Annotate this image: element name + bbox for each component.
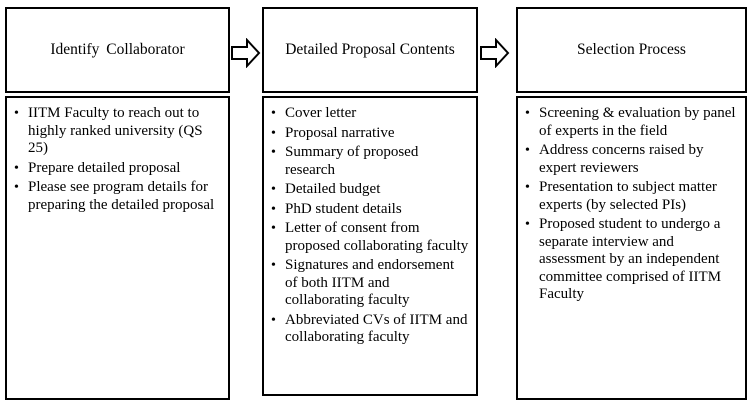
list-item: • Letter of consent from proposed collabo… bbox=[270, 220, 470, 255]
list-item: • Abbreviated CVs of IITM and collaborati… bbox=[270, 312, 470, 347]
list-item-text: Presentation to subject matter experts (… bbox=[539, 179, 717, 213]
list-item: • Please see program details for preparin… bbox=[13, 179, 222, 214]
list-item: • PhD student details bbox=[270, 201, 470, 219]
list-item: • Presentation to subject matter experts … bbox=[524, 179, 739, 214]
right-arrow-icon bbox=[480, 38, 510, 68]
list-item-text: Prepare detailed proposal bbox=[28, 159, 181, 176]
bullet-icon: • bbox=[271, 258, 276, 273]
bullet-list: • IITM Faculty to reach out to highly ran… bbox=[13, 105, 222, 214]
bullet-icon: • bbox=[525, 217, 530, 232]
list-item-text: Proposed student to undergo a separate i… bbox=[539, 216, 722, 302]
header-label: Selection Process bbox=[577, 41, 686, 58]
bullet-icon: • bbox=[271, 182, 276, 197]
list-item-text: Please see program details for preparing… bbox=[28, 179, 215, 213]
list-item: • Proposal narrative bbox=[270, 125, 470, 143]
list-item: • Address concerns raised by expert revie… bbox=[524, 142, 739, 177]
content-identify-collaborator: • IITM Faculty to reach out to highly ran… bbox=[5, 96, 230, 400]
content-selection-process: • Screening & evaluation by panel of expe… bbox=[516, 96, 747, 400]
column-detailed-proposal-contents: Detailed Proposal Contents • Cover letter… bbox=[262, 7, 478, 396]
list-item-text: Abbreviated CVs of IITM and collaboratin… bbox=[285, 311, 468, 346]
list-item-text: Address concerns raised by expert review… bbox=[539, 142, 704, 176]
bullet-icon: • bbox=[271, 221, 276, 236]
right-arrow-icon bbox=[231, 38, 261, 68]
list-item-text: PhD student details bbox=[285, 200, 402, 217]
list-item: • Detailed budget bbox=[270, 181, 470, 199]
list-item-text: Letter of consent from proposed collabor… bbox=[285, 220, 469, 254]
bullet-list: • Cover letter • Proposal narrative • Summa… bbox=[270, 105, 470, 347]
header-identify-collaborator: Identify Collaborator bbox=[5, 7, 230, 93]
list-item: • Cover letter bbox=[270, 105, 470, 123]
header-detailed-proposal-contents: Detailed Proposal Contents bbox=[262, 7, 478, 93]
list-item: • Proposed student to undergo a separate … bbox=[524, 216, 739, 304]
bullet-icon: • bbox=[525, 180, 530, 195]
column-identify-collaborator: Identify Collaborator • IITM Faculty to r… bbox=[5, 7, 230, 400]
bullet-list: • Screening & evaluation by panel of expe… bbox=[524, 105, 739, 304]
bullet-icon: • bbox=[14, 106, 19, 121]
header-label: Identify Collaborator bbox=[50, 41, 185, 58]
bullet-icon: • bbox=[14, 180, 19, 195]
list-item-text: Detailed budget bbox=[285, 181, 381, 197]
bullet-icon: • bbox=[271, 201, 276, 217]
list-item: • IITM Faculty to reach out to highly ran… bbox=[13, 105, 222, 158]
list-item-text: Summary of proposed research bbox=[285, 144, 419, 178]
bullet-icon: • bbox=[271, 106, 276, 121]
bullet-icon: • bbox=[271, 125, 276, 141]
bullet-icon: • bbox=[271, 312, 276, 328]
list-item: • Signatures and endorsement of both IITM… bbox=[270, 257, 470, 310]
list-item-text: Cover letter bbox=[285, 105, 357, 121]
content-detailed-proposal-contents: • Cover letter • Proposal narrative • Summa… bbox=[262, 96, 478, 396]
list-item: • Screening & evaluation by panel of expe… bbox=[524, 105, 739, 140]
list-item-text: Proposal narrative bbox=[285, 124, 395, 141]
list-item-text: Screening & evaluation by panel of exper… bbox=[539, 105, 736, 139]
header-selection-process: Selection Process bbox=[516, 7, 747, 93]
bullet-icon: • bbox=[271, 145, 276, 160]
column-selection-process: Selection Process • Screening & evaluatio… bbox=[516, 7, 747, 400]
list-item: • Prepare detailed proposal bbox=[13, 160, 222, 178]
header-label: Detailed Proposal Contents bbox=[285, 41, 455, 58]
bullet-icon: • bbox=[525, 106, 530, 121]
list-item-text: Signatures and endorsement of both IITM … bbox=[285, 257, 455, 308]
list-item-text: IITM Faculty to reach out to highly rank… bbox=[28, 105, 203, 156]
list-item: • Summary of proposed research bbox=[270, 144, 470, 179]
bullet-icon: • bbox=[525, 143, 530, 158]
bullet-icon: • bbox=[14, 160, 19, 176]
